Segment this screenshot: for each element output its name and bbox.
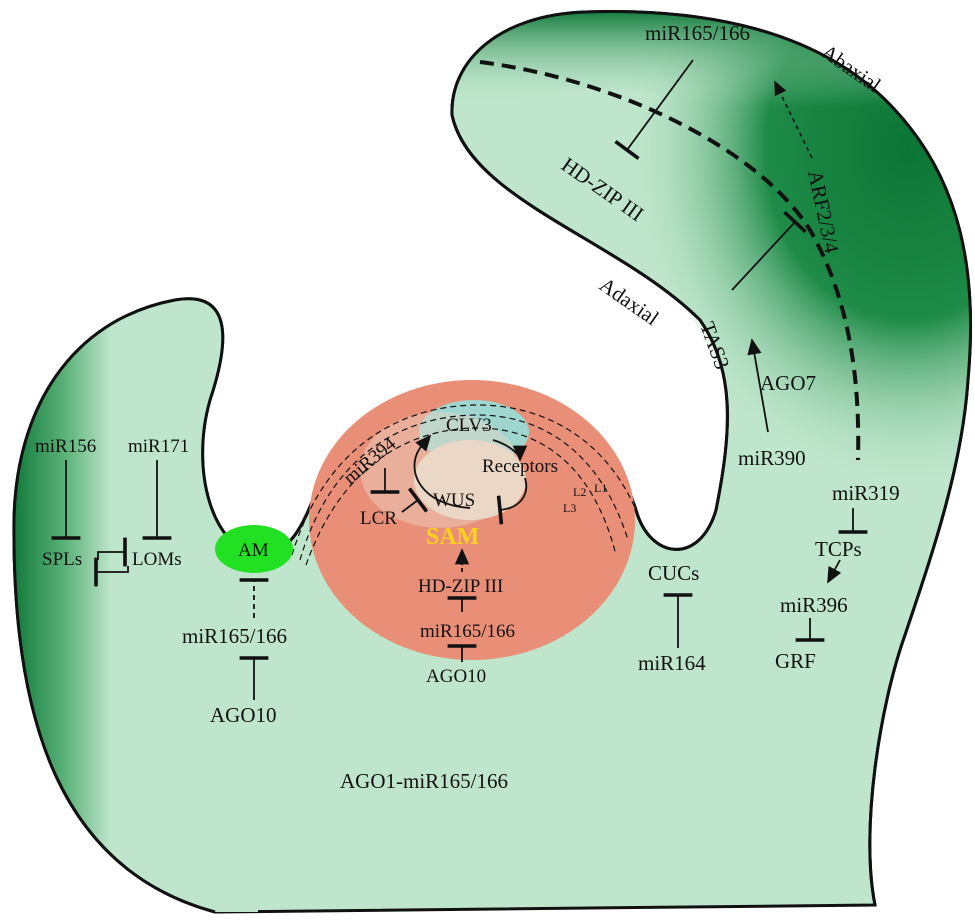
label-mir156: miR156 — [35, 436, 96, 457]
label-sam: SAM — [426, 524, 479, 550]
label-l3: L3 — [563, 501, 576, 515]
spls-inhibit-loms — [97, 537, 127, 567]
label-tcps: TCPs — [815, 537, 862, 561]
layer-l1-line — [291, 404, 641, 556]
top-lobe-shading — [451, 11, 895, 170]
tcps-to-mir396-arrow — [827, 559, 842, 584]
label-spls: SPLs — [42, 549, 82, 570]
axillary-meristem — [215, 525, 293, 573]
label-mir396: miR396 — [780, 593, 848, 617]
arf-to-mir165-arrow — [774, 80, 813, 159]
tas3-inhibit-arf — [731, 210, 807, 291]
receptors-inhibit-wus — [496, 477, 528, 525]
tissue-outline — [12, 10, 973, 914]
label-lcr: LCR — [360, 508, 397, 529]
label-receptors: Receptors — [482, 456, 558, 477]
label-grf: GRF — [775, 649, 816, 673]
label-ago10-am: AGO10 — [210, 703, 277, 727]
label-cucs: CUCs — [648, 561, 699, 585]
label-mir165-am: miR165/166 — [182, 624, 287, 648]
label-ago1: AGO1-miR165/166 — [340, 769, 508, 793]
lcr-inhibit-wus — [401, 487, 429, 513]
organizing-halo — [360, 412, 520, 528]
label-wus: WUS — [433, 490, 475, 511]
clv3-to-receptors-arrow — [492, 439, 528, 462]
label-mir390: miR390 — [738, 446, 806, 470]
label-l2: L2 — [573, 485, 586, 499]
label-mir171: miR171 — [128, 436, 189, 457]
label-l1: L1 — [594, 481, 607, 495]
label-hdzip-sam: HD-ZIP III — [418, 576, 503, 597]
wus-to-clv3-arrow — [413, 434, 471, 509]
mir165-inhibit-hdzip-leaf — [614, 59, 694, 160]
label-mir164: miR164 — [638, 651, 706, 675]
label-am: AM — [238, 540, 269, 561]
sam-meristem — [309, 380, 635, 660]
label-loms: LOMs — [132, 549, 182, 570]
label-clv3: CLV3 — [446, 415, 492, 436]
label-mir319: miR319 — [832, 481, 900, 505]
left-lobe-shading — [13, 298, 258, 912]
label-ago7: AGO7 — [760, 371, 816, 395]
label-mir165-sam: miR165/166 — [420, 621, 515, 642]
mir390-to-tas3-arrow — [747, 338, 769, 433]
loms-inhibit-spls — [94, 557, 129, 587]
label-ago10-sam: AGO10 — [426, 666, 486, 687]
layer-l3-line — [305, 427, 617, 566]
label-mir165-top: miR165/166 — [645, 21, 750, 45]
right-lobe-shading — [451, 11, 971, 635]
